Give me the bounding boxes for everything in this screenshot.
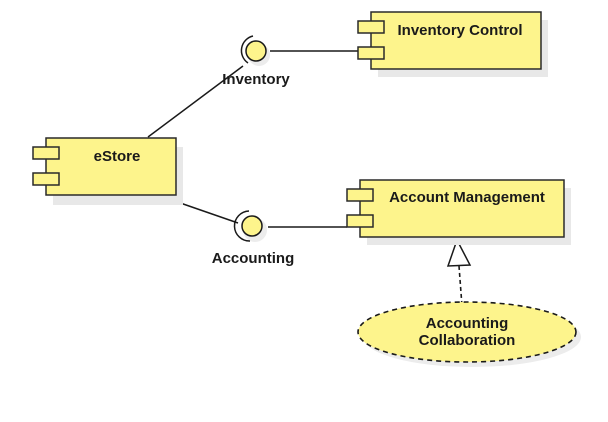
interface-inventory[interactable]: Inventory <box>222 35 290 88</box>
collaboration-label-line2: Collaboration <box>419 332 516 349</box>
collaboration-ellipse <box>357 301 577 363</box>
interface-label: Inventory <box>222 71 290 88</box>
component-port-icon <box>346 214 374 228</box>
component-port-icon <box>32 172 60 186</box>
provided-interface-ball-icon <box>245 40 267 62</box>
component-port-icon <box>32 146 60 160</box>
component-estore[interactable]: eStore <box>32 137 183 205</box>
component-port-icon <box>357 46 385 60</box>
realization-arrowhead-icon <box>446 238 472 267</box>
component-body <box>359 179 565 238</box>
connectors <box>147 50 472 307</box>
provided-interface-ball-icon <box>241 215 263 237</box>
collaboration-accounting[interactable]: Accounting Collaboration <box>357 301 581 367</box>
component-inventory-control[interactable]: Inventory Control <box>357 11 548 77</box>
estore-to-inventory-connector[interactable] <box>147 65 244 138</box>
interface-label: Accounting <box>212 250 295 267</box>
interface-accounting[interactable]: Accounting <box>212 210 295 267</box>
required-interface-socket-icon <box>233 210 251 242</box>
realization-dashed-line[interactable] <box>458 265 463 307</box>
component-body <box>370 11 542 70</box>
component-label: Inventory Control <box>397 22 522 39</box>
required-interface-socket-icon <box>240 35 254 64</box>
component-body <box>45 137 177 196</box>
component-port-icon <box>346 188 374 202</box>
component-port-icon <box>357 20 385 34</box>
component-label: Account Management <box>389 189 545 206</box>
component-label: eStore <box>94 148 141 165</box>
collaboration-label-line1: Accounting <box>426 315 509 332</box>
component-account-management[interactable]: Account Management <box>346 179 571 245</box>
